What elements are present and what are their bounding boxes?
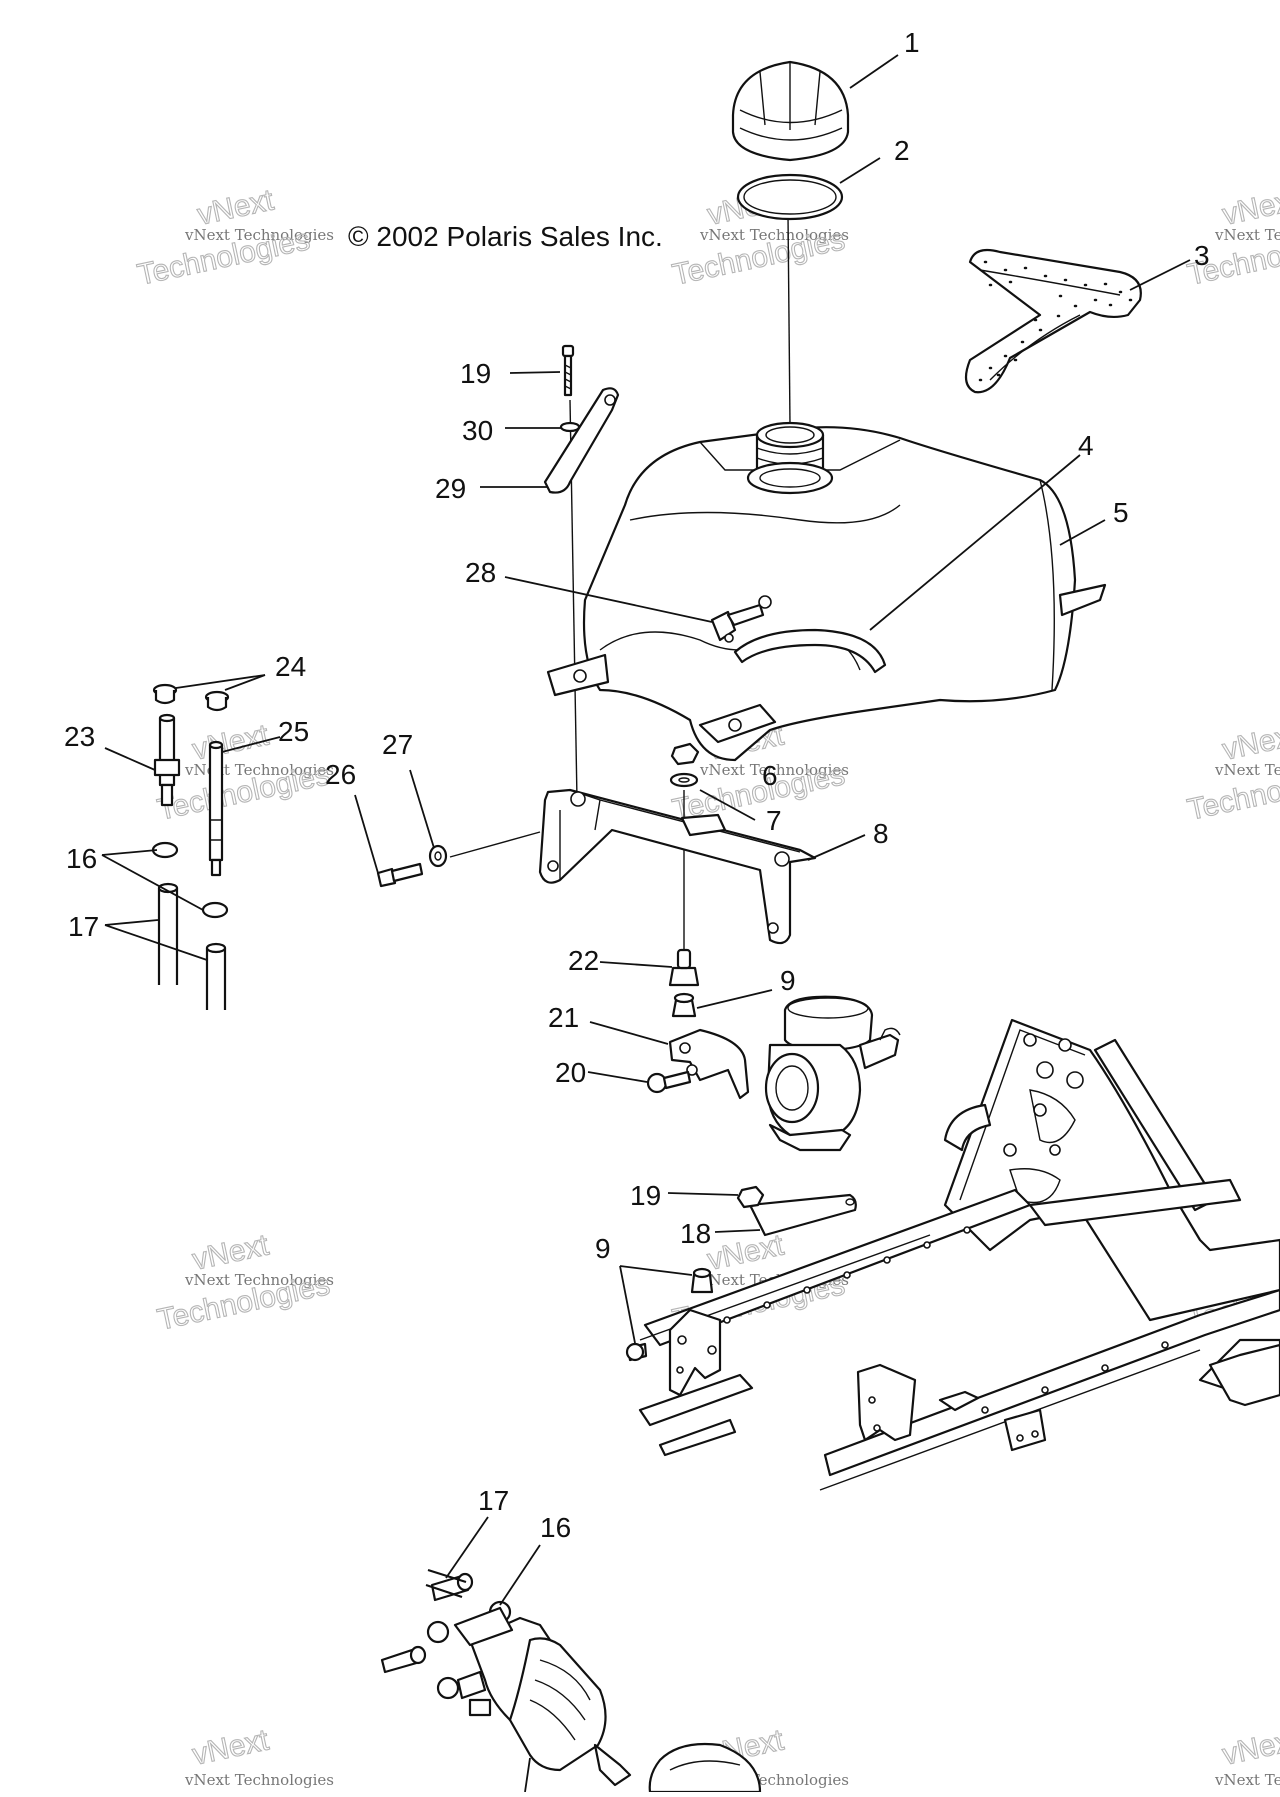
fuel-cap-o-ring <box>736 173 844 221</box>
callout-17-bottom: 17 <box>478 1485 509 1516</box>
watermark: vNext vNext Technologies Technologies <box>1184 183 1280 292</box>
callout-8: 8 <box>873 818 889 849</box>
watermarks: vNext vNext Technologies Technologies vN… <box>134 183 1280 1789</box>
callout-5: 5 <box>1113 497 1129 528</box>
callout-6: 6 <box>762 760 778 791</box>
watermark-vnext: vNext <box>190 1723 273 1771</box>
fuel-fitting-25 <box>208 740 224 877</box>
vent-fitting <box>710 595 772 643</box>
frame-tab-18 <box>748 1193 857 1237</box>
callout-2: 2 <box>894 135 910 166</box>
callout-16-left: 16 <box>66 843 97 874</box>
callout-labels: 1 2 3 4 5 6 7 8 9 9 16 16 17 17 18 19 19… <box>64 27 1210 1543</box>
callout-20: 20 <box>555 1057 586 1088</box>
watermark-vnext: vNext <box>195 183 278 231</box>
watermark-name: vNext Technologies <box>184 1771 334 1789</box>
watermark-vnext: vNext <box>1220 183 1280 231</box>
watermark-name: vNext Technologies <box>699 761 849 779</box>
grommet-9-upper <box>671 992 697 1018</box>
frame-mount-bracket <box>668 1308 722 1397</box>
washer-7 <box>669 772 699 788</box>
carb-bracket-21 <box>668 1028 750 1100</box>
bracket-29 <box>543 387 620 494</box>
watermark: vNext vNext Technologies Technologies <box>1184 718 1280 827</box>
callout-28: 28 <box>465 557 496 588</box>
tank-mount-tab <box>698 703 777 744</box>
washer-30 <box>559 421 581 433</box>
nut-19 <box>736 1185 765 1209</box>
callout-7: 7 <box>766 805 782 836</box>
watermark: vNext vNext Technologies Technologies <box>134 183 334 292</box>
watermark-name: vNext Technologies <box>1214 1771 1280 1789</box>
watermark-name: vNext Technologies <box>184 226 334 244</box>
callout-30: 30 <box>462 415 493 446</box>
carburetor <box>764 995 901 1152</box>
callout-24: 24 <box>275 651 306 682</box>
callout-16-bottom: 16 <box>540 1512 571 1543</box>
watermark-name: vNext Technologies <box>184 1271 334 1289</box>
watermark-vnext: vNext <box>705 1228 788 1276</box>
watermark: vNext vNext Technologies Technologies <box>154 1228 334 1337</box>
tank-support-bracket <box>538 788 817 945</box>
vent-hose <box>733 628 887 674</box>
callout-27: 27 <box>382 729 413 760</box>
callout-18: 18 <box>680 1218 711 1249</box>
watermark-name: vNext Technologies <box>1214 761 1280 779</box>
grommets-24 <box>152 683 230 712</box>
callout-19-frame: 19 <box>630 1180 661 1211</box>
watermark: vNext vNext Technologies <box>1214 1723 1280 1789</box>
grommet-9-lower <box>625 1267 714 1362</box>
bolt-26 <box>376 862 424 888</box>
watermark-vnext: vNext <box>190 1228 273 1276</box>
hose-clamp-16 <box>151 841 229 919</box>
callout-23: 23 <box>64 721 95 752</box>
nut-6 <box>670 742 700 766</box>
watermark-vnext: vNext <box>1220 1723 1280 1771</box>
watermark-name: vNext Technologies <box>1214 226 1280 244</box>
watermark-name: vNext Technologies <box>699 226 849 244</box>
tank-mount-tab <box>546 653 610 697</box>
copyright-notice: © 2002 Polaris Sales Inc. <box>348 221 663 252</box>
callout-9-lower: 9 <box>595 1233 611 1264</box>
foam-texture <box>978 260 1133 382</box>
callout-4: 4 <box>1078 430 1094 461</box>
fuel-valve-knob <box>648 1742 762 1794</box>
fuel-petcock <box>380 1572 632 1787</box>
grommet-22 <box>668 948 700 987</box>
callout-19-top: 19 <box>460 358 491 389</box>
vehicle-frame <box>638 1018 1280 1491</box>
callout-1: 1 <box>904 27 920 58</box>
callout-3: 3 <box>1194 240 1210 271</box>
callout-22: 22 <box>568 945 599 976</box>
fuel-tank <box>582 426 1107 762</box>
leader-lines <box>101 54 1191 1793</box>
foam-pad <box>964 248 1142 394</box>
watermark: vNext vNext Technologies <box>184 1723 334 1789</box>
bolt-20 <box>646 1070 692 1094</box>
callout-21: 21 <box>548 1002 579 1033</box>
tank-filler-neck <box>746 421 834 495</box>
watermark-vnext: vNext <box>1220 718 1280 766</box>
fuel-hose-17 <box>157 882 227 1010</box>
callout-9-upper: 9 <box>780 965 796 996</box>
callout-25: 25 <box>278 716 309 747</box>
callout-29: 29 <box>435 473 466 504</box>
fuel-cap <box>731 60 850 162</box>
callout-17-left: 17 <box>68 911 99 942</box>
fuel-fitting-23 <box>153 713 181 807</box>
washer-27 <box>428 844 448 868</box>
callout-26: 26 <box>325 759 356 790</box>
bolt-19 <box>561 344 575 397</box>
